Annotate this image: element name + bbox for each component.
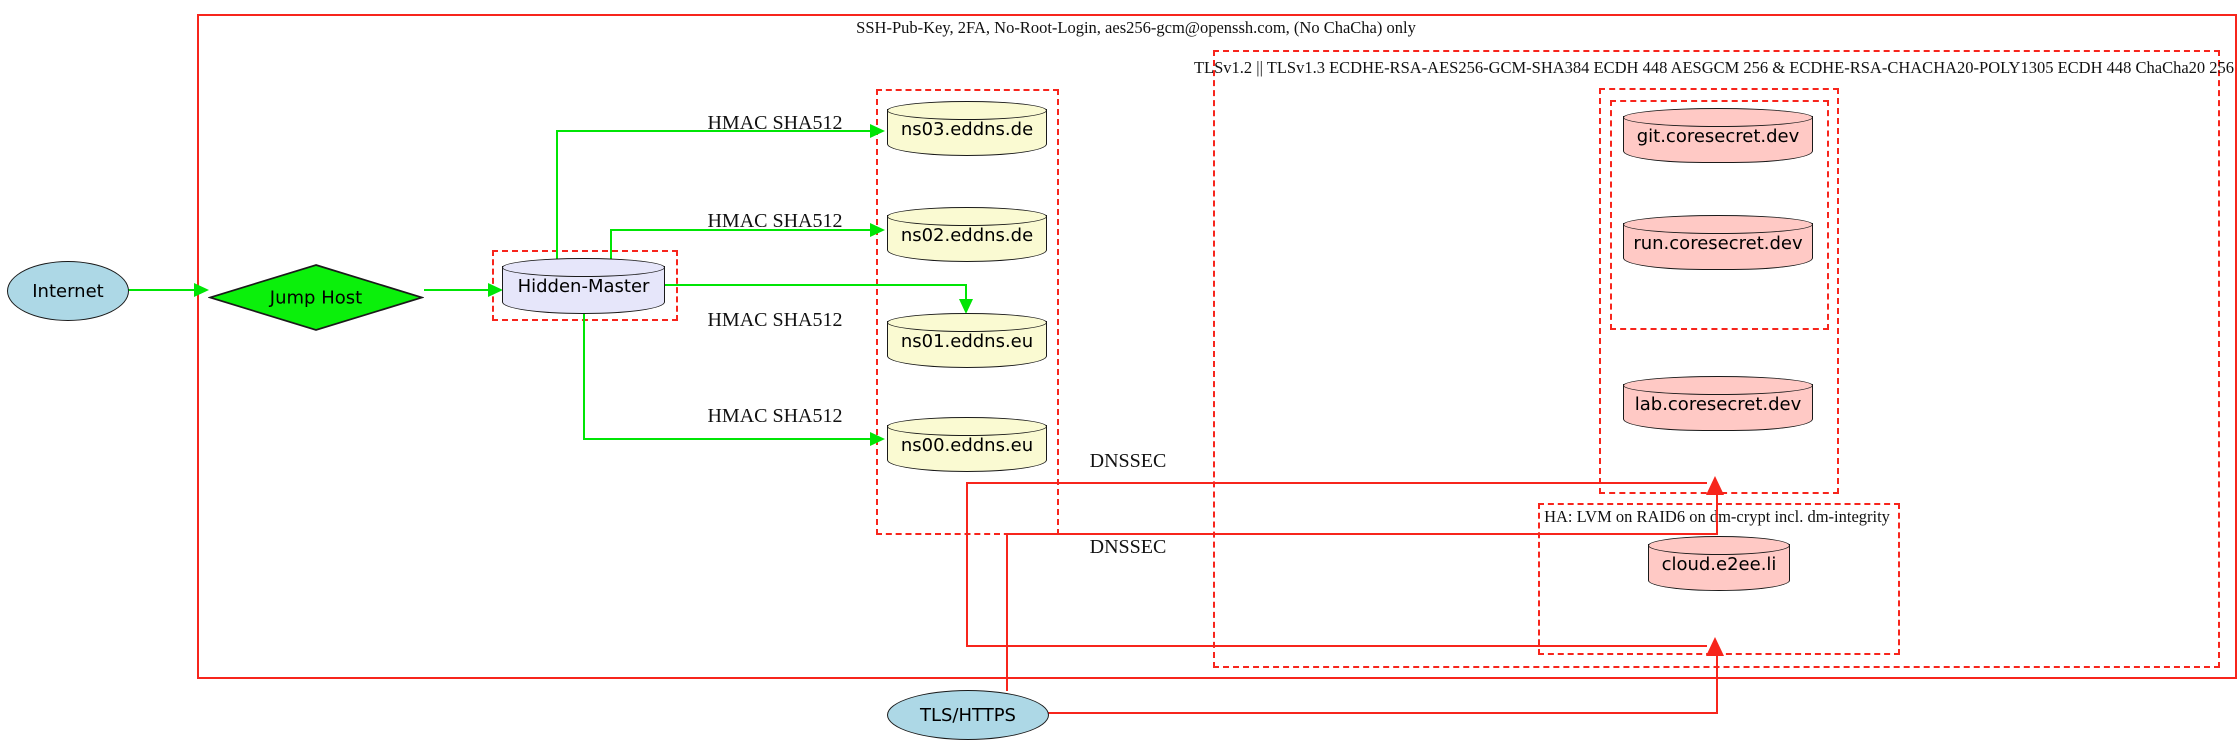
edge-label-hmac-ns02: HMAC SHA512 — [707, 210, 843, 232]
edge-hm-ns02-horizontal — [610, 229, 870, 231]
arrowhead-ha-cluster — [1706, 637, 1724, 656]
edge-label-dnssec-2: DNSSEC — [1089, 536, 1167, 558]
node-cloud-label: cloud.e2ee.li — [1661, 554, 1777, 575]
git-cylinder-top — [1623, 108, 1813, 127]
cluster-tls-label: TLSv1.2 || TLSv1.3 ECDHE-RSA-AES256-GCM-… — [1193, 58, 2235, 77]
node-hidden-master-label: Hidden-Master — [517, 276, 650, 297]
edge-internet-jumphost — [127, 289, 195, 291]
node-jump-host: Jump Host — [207, 264, 425, 331]
node-git: git.coresecret.dev — [1623, 108, 1813, 163]
node-ns03: ns03.eddns.de — [887, 101, 1047, 156]
edge-hm-ns03-vertical — [556, 130, 558, 260]
edge-label-dnssec-1: DNSSEC — [1089, 450, 1167, 472]
edge-dnssec-ha — [966, 645, 1707, 647]
node-ns01: ns01.eddns.eu — [887, 313, 1047, 368]
lab-cylinder-top — [1623, 376, 1813, 395]
edge-tls-coresecret-horizontal — [1006, 533, 1718, 535]
edge-hm-ns01-horizontal — [665, 284, 967, 286]
run-cylinder-top — [1623, 215, 1813, 234]
node-ns03-label: ns03.eddns.de — [900, 119, 1034, 140]
arrowhead-ns01 — [959, 299, 973, 314]
edge-label-hmac-ns01: HMAC SHA512 — [707, 309, 843, 331]
edge-tls-ha-horizontal — [1046, 712, 1718, 714]
edge-hm-ns01-vertical — [965, 284, 967, 300]
edge-dnssec-coresecret — [966, 482, 1707, 484]
cluster-ssh-border — [197, 14, 2237, 679]
node-run-label: run.coresecret.dev — [1633, 233, 1803, 254]
node-ns00: ns00.eddns.eu — [887, 417, 1047, 472]
cluster-coresecret-inner-border — [1610, 100, 1829, 330]
ns03-cylinder-top — [887, 101, 1047, 120]
cluster-ssh-label: SSH-Pub-Key, 2FA, No-Root-Login, aes256-… — [856, 18, 1416, 37]
node-ns02-label: ns02.eddns.de — [900, 225, 1034, 246]
arrowhead-ns00 — [870, 432, 885, 446]
edge-hm-ns02-vertical — [610, 229, 612, 260]
ns02-cylinder-top — [887, 207, 1047, 226]
node-lab-label: lab.coresecret.dev — [1634, 394, 1802, 415]
node-tls-https: TLS/HTTPS — [887, 690, 1049, 740]
edge-tls-ha-vertical — [1716, 653, 1718, 712]
hidden-master-cylinder-top — [502, 258, 665, 277]
edge-hm-ns03-horizontal — [556, 130, 870, 132]
edge-hm-ns00-vertical — [583, 314, 585, 440]
node-cloud: cloud.e2ee.li — [1648, 536, 1790, 591]
node-tls-https-label: TLS/HTTPS — [919, 704, 1016, 726]
node-jump-host-label: Jump Host — [269, 287, 363, 308]
edge-label-hmac-ns03: HMAC SHA512 — [707, 112, 843, 134]
node-internet: Internet — [7, 261, 129, 321]
edge-tls-coresecret-vertical1 — [1006, 533, 1008, 691]
ns01-cylinder-top — [887, 313, 1047, 332]
node-internet-label: Internet — [32, 280, 104, 302]
arrowhead-coresecret-cluster — [1706, 476, 1724, 495]
edge-dnssec-vertical — [966, 482, 968, 647]
arrowhead-jumphost — [194, 283, 209, 297]
edge-tls-coresecret-vertical2 — [1716, 494, 1718, 533]
edge-jumphost-hiddenmaster — [424, 289, 488, 291]
node-ns01-label: ns01.eddns.eu — [900, 331, 1034, 352]
node-ns02: ns02.eddns.de — [887, 207, 1047, 262]
node-git-label: git.coresecret.dev — [1636, 126, 1800, 147]
arrowhead-hiddenmaster — [488, 283, 503, 297]
arrowhead-ns02 — [870, 223, 885, 237]
node-ns00-label: ns00.eddns.eu — [900, 435, 1034, 456]
node-hidden-master: Hidden-Master — [502, 258, 665, 314]
cloud-cylinder-top — [1648, 536, 1790, 555]
node-lab: lab.coresecret.dev — [1623, 376, 1813, 431]
node-run: run.coresecret.dev — [1623, 215, 1813, 270]
ns00-cylinder-top — [887, 417, 1047, 436]
arrowhead-ns03 — [870, 124, 885, 138]
edge-label-hmac-ns00: HMAC SHA512 — [707, 405, 843, 427]
jump-host-diamond-shape — [207, 264, 425, 331]
edge-hm-ns00-horizontal — [583, 438, 870, 440]
